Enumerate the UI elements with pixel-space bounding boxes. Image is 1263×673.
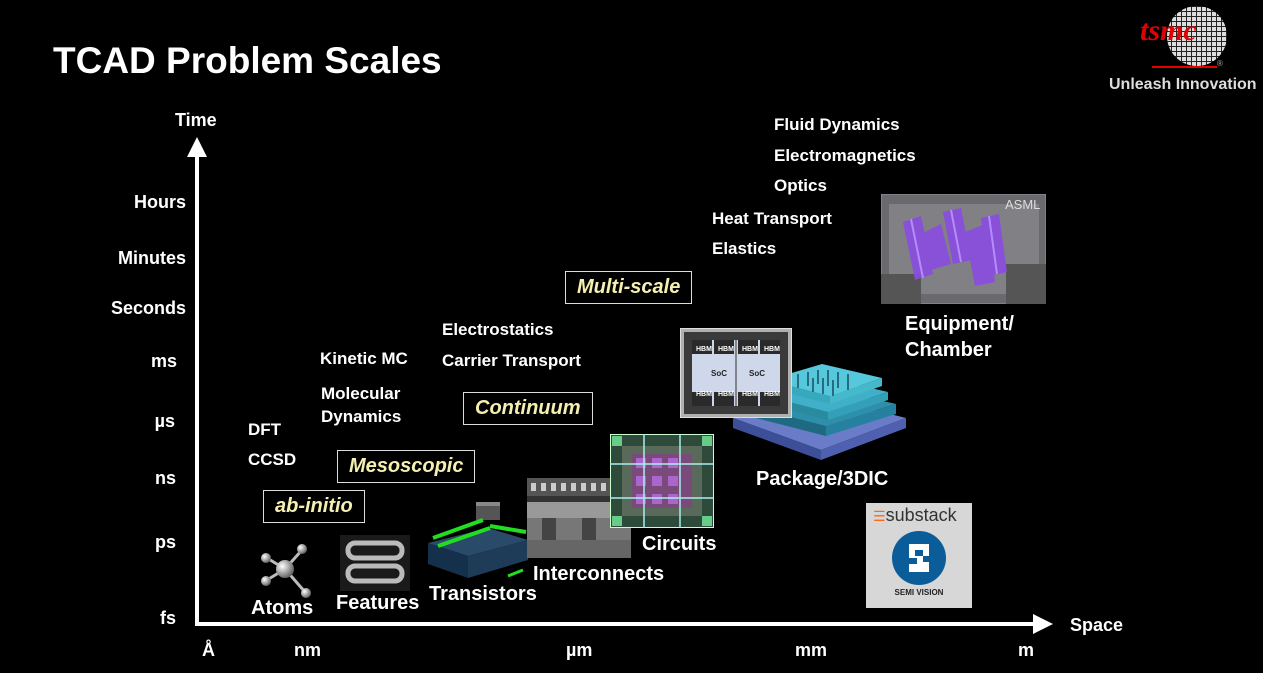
logo-underline — [1152, 66, 1217, 68]
method-molecular-dynamics-1: Molecular — [321, 384, 401, 403]
method-molecular-dynamics-2: Dynamics — [321, 407, 402, 426]
method-elastics: Elastics — [712, 239, 777, 258]
method-electromagnetics: Electromagnetics — [774, 146, 916, 165]
registered-mark: ® — [1217, 59, 1223, 68]
semi-vision-logo — [892, 531, 946, 585]
y-tick-hours: Hours — [133, 192, 186, 212]
circuits-caption: Circuits — [642, 533, 717, 555]
y-tick-ps: ps — [154, 532, 176, 552]
y-axis-label: Time — [175, 110, 217, 130]
y-tick-ns: ns — [154, 468, 176, 488]
tsmc-logo-globe — [1167, 6, 1227, 66]
asml-label: ASML — [1005, 197, 1041, 212]
hbm-label-3: HBM — [742, 346, 758, 353]
soc-label-1: SoC — [711, 369, 727, 378]
page-title: TCAD Problem Scales — [53, 40, 442, 81]
hbm-label-8: HBM — [764, 391, 780, 398]
method-fluid-dynamics: Fluid Dynamics — [774, 115, 900, 134]
mesoscopic-box: Mesoscopic — [337, 450, 476, 483]
x-tick-m: m — [1018, 640, 1035, 660]
tsmc-logo: tsmc ® Unleash Innovation — [1109, 0, 1263, 100]
x-tick-um: µm — [566, 640, 593, 660]
y-tick-minutes: Minutes — [117, 248, 186, 268]
hbm-label-6: HBM — [718, 391, 734, 398]
substack-watermark: ☰substack SEMI VISION — [866, 503, 972, 608]
y-axis-arrowhead — [187, 137, 207, 157]
method-heat-transport: Heat Transport — [712, 209, 832, 228]
atoms-illustration — [261, 544, 311, 598]
tsmc-wordmark: tsmc — [1140, 14, 1197, 47]
method-electrostatics: Electrostatics — [442, 320, 554, 339]
equipment-caption-line-2: Chamber — [905, 339, 992, 361]
interconnects-illustration — [527, 478, 631, 558]
x-tick-angstrom: Å — [202, 640, 215, 660]
circuits-illustration — [610, 434, 714, 528]
x-tick-nm: nm — [294, 640, 321, 660]
hbm-label-7: HBM — [742, 391, 758, 398]
semi-vision-caption: SEMI VISION — [894, 588, 944, 597]
method-kinetic-mc: Kinetic MC — [320, 349, 408, 368]
transistors-caption: Transistors — [429, 583, 537, 605]
substack-brand: ☰substack — [873, 505, 957, 526]
x-axis-arrowhead — [1033, 614, 1053, 634]
method-optics: Optics — [774, 176, 827, 195]
y-tick-ms: ms — [150, 351, 177, 371]
x-axis-label: Space — [1070, 615, 1124, 635]
method-ccsd: CCSD — [248, 450, 297, 469]
hbm-soc-package: HBM HBM HBM HBM SoC SoC HBM HBM HBM HBM — [680, 328, 792, 418]
features-caption: Features — [336, 592, 420, 614]
package-caption: Package/3DIC — [756, 468, 889, 490]
hbm-label-5: HBM — [696, 391, 712, 398]
soc-label-2: SoC — [749, 369, 765, 378]
hbm-label-4: HBM — [764, 346, 780, 353]
method-dft: DFT — [248, 420, 282, 439]
hbm-label-2: HBM — [718, 346, 734, 353]
interconnects-caption: Interconnects — [533, 563, 665, 585]
features-illustration — [340, 535, 410, 591]
y-tick-seconds: Seconds — [110, 298, 186, 318]
transistors-illustration — [428, 502, 528, 578]
substack-icon: ☰ — [873, 508, 886, 524]
y-tick-fs: fs — [159, 608, 176, 628]
method-carrier-transport: Carrier Transport — [442, 351, 581, 370]
x-tick-mm: mm — [795, 640, 828, 660]
continuum-box: Continuum — [463, 392, 593, 425]
multi-scale-box: Multi-scale — [565, 271, 693, 304]
hbm-label-1: HBM — [696, 346, 712, 353]
substack-wordmark: substack — [885, 505, 957, 525]
equipment-chamber-illustration — [881, 194, 1046, 304]
ab-initio-box: ab-initio — [263, 490, 365, 523]
atoms-caption: Atoms — [251, 597, 314, 619]
y-tick-us: µs — [154, 411, 175, 431]
logo-tagline: Unleash Innovation — [1109, 76, 1257, 93]
hbm-soc-die-layout — [684, 332, 788, 414]
equipment-caption-line-1: Equipment/ — [905, 313, 1014, 335]
